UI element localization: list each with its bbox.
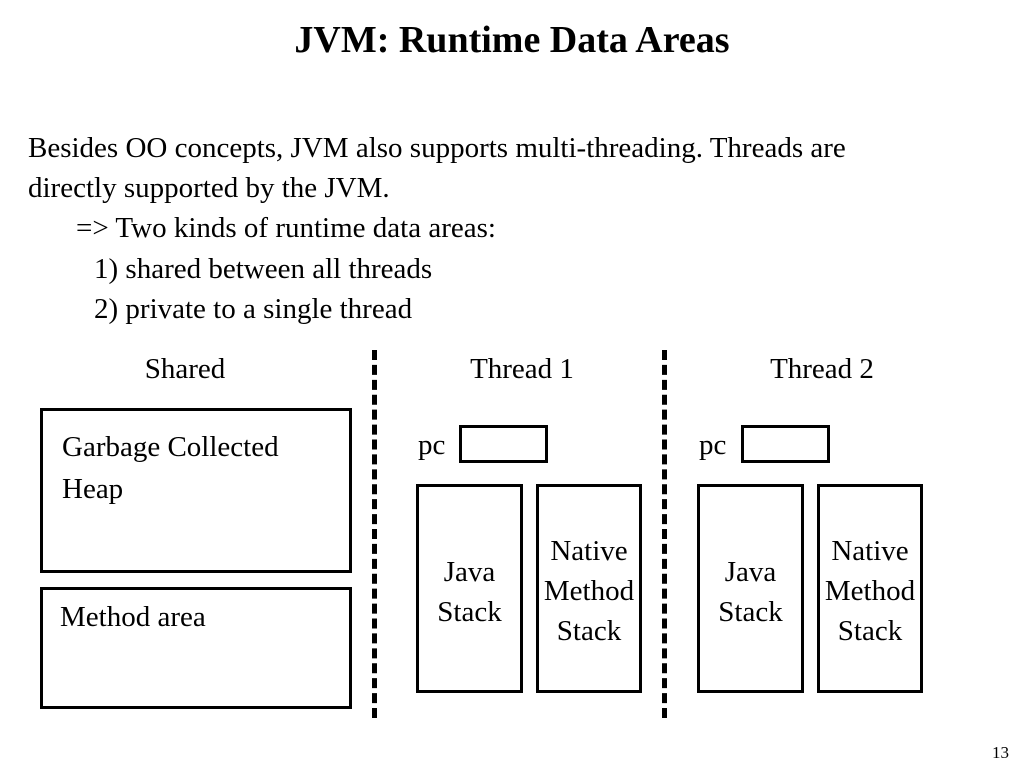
heap-box: Garbage Collected Heap [40,408,352,573]
heap-label-line-2: Heap [62,473,124,505]
thread2-java-stack: Java Stack [697,484,804,693]
thread1-pc-register [459,425,548,463]
paragraph-line-1: Besides OO concepts, JVM also supports m… [28,132,846,164]
page-number: 13 [992,743,1009,762]
thread2-native-line-2: Method [824,575,916,607]
method-area-label: Method area [60,601,206,633]
slide-title: JVM: Runtime Data Areas [294,19,730,61]
thread2-pc-label: pc [699,429,727,461]
thread2-java-stack-line-1: Java [724,556,777,588]
thread1-java-stack-line-1: Java [443,556,496,588]
method-area-box: Method area [40,587,352,709]
column-header-shared: Shared [144,353,226,385]
heap-label-line-1: Garbage Collected [62,431,279,463]
thread1-native-line-3: Stack [556,615,622,647]
thread1-pc-label: pc [418,429,446,461]
divider-shared-thread1 [372,350,377,718]
list-item-shared: 1) shared between all threads [94,253,433,285]
thread1-native-line-2: Method [543,575,635,607]
thread1-native-line-1: Native [550,535,628,567]
thread1-java-stack-line-2: Stack [437,596,502,628]
thread1-java-stack: Java Stack [416,484,523,693]
thread1-native-method-stack: Native Method Stack [536,484,642,693]
column-header-thread-2: Thread 2 [770,353,874,385]
divider-thread1-thread2 [662,350,667,718]
thread2-pc-register [741,425,830,463]
list-item-private: 2) private to a single thread [94,293,413,325]
column-header-thread-1: Thread 1 [470,353,574,385]
thread2-java-stack-line-2: Stack [718,596,783,628]
thread2-native-line-1: Native [831,535,909,567]
arrow-line: => Two kinds of runtime data areas: [76,212,496,244]
thread2-native-method-stack: Native Method Stack [817,484,923,693]
thread2-native-line-3: Stack [837,615,903,647]
paragraph-line-2: directly supported by the JVM. [28,172,390,204]
